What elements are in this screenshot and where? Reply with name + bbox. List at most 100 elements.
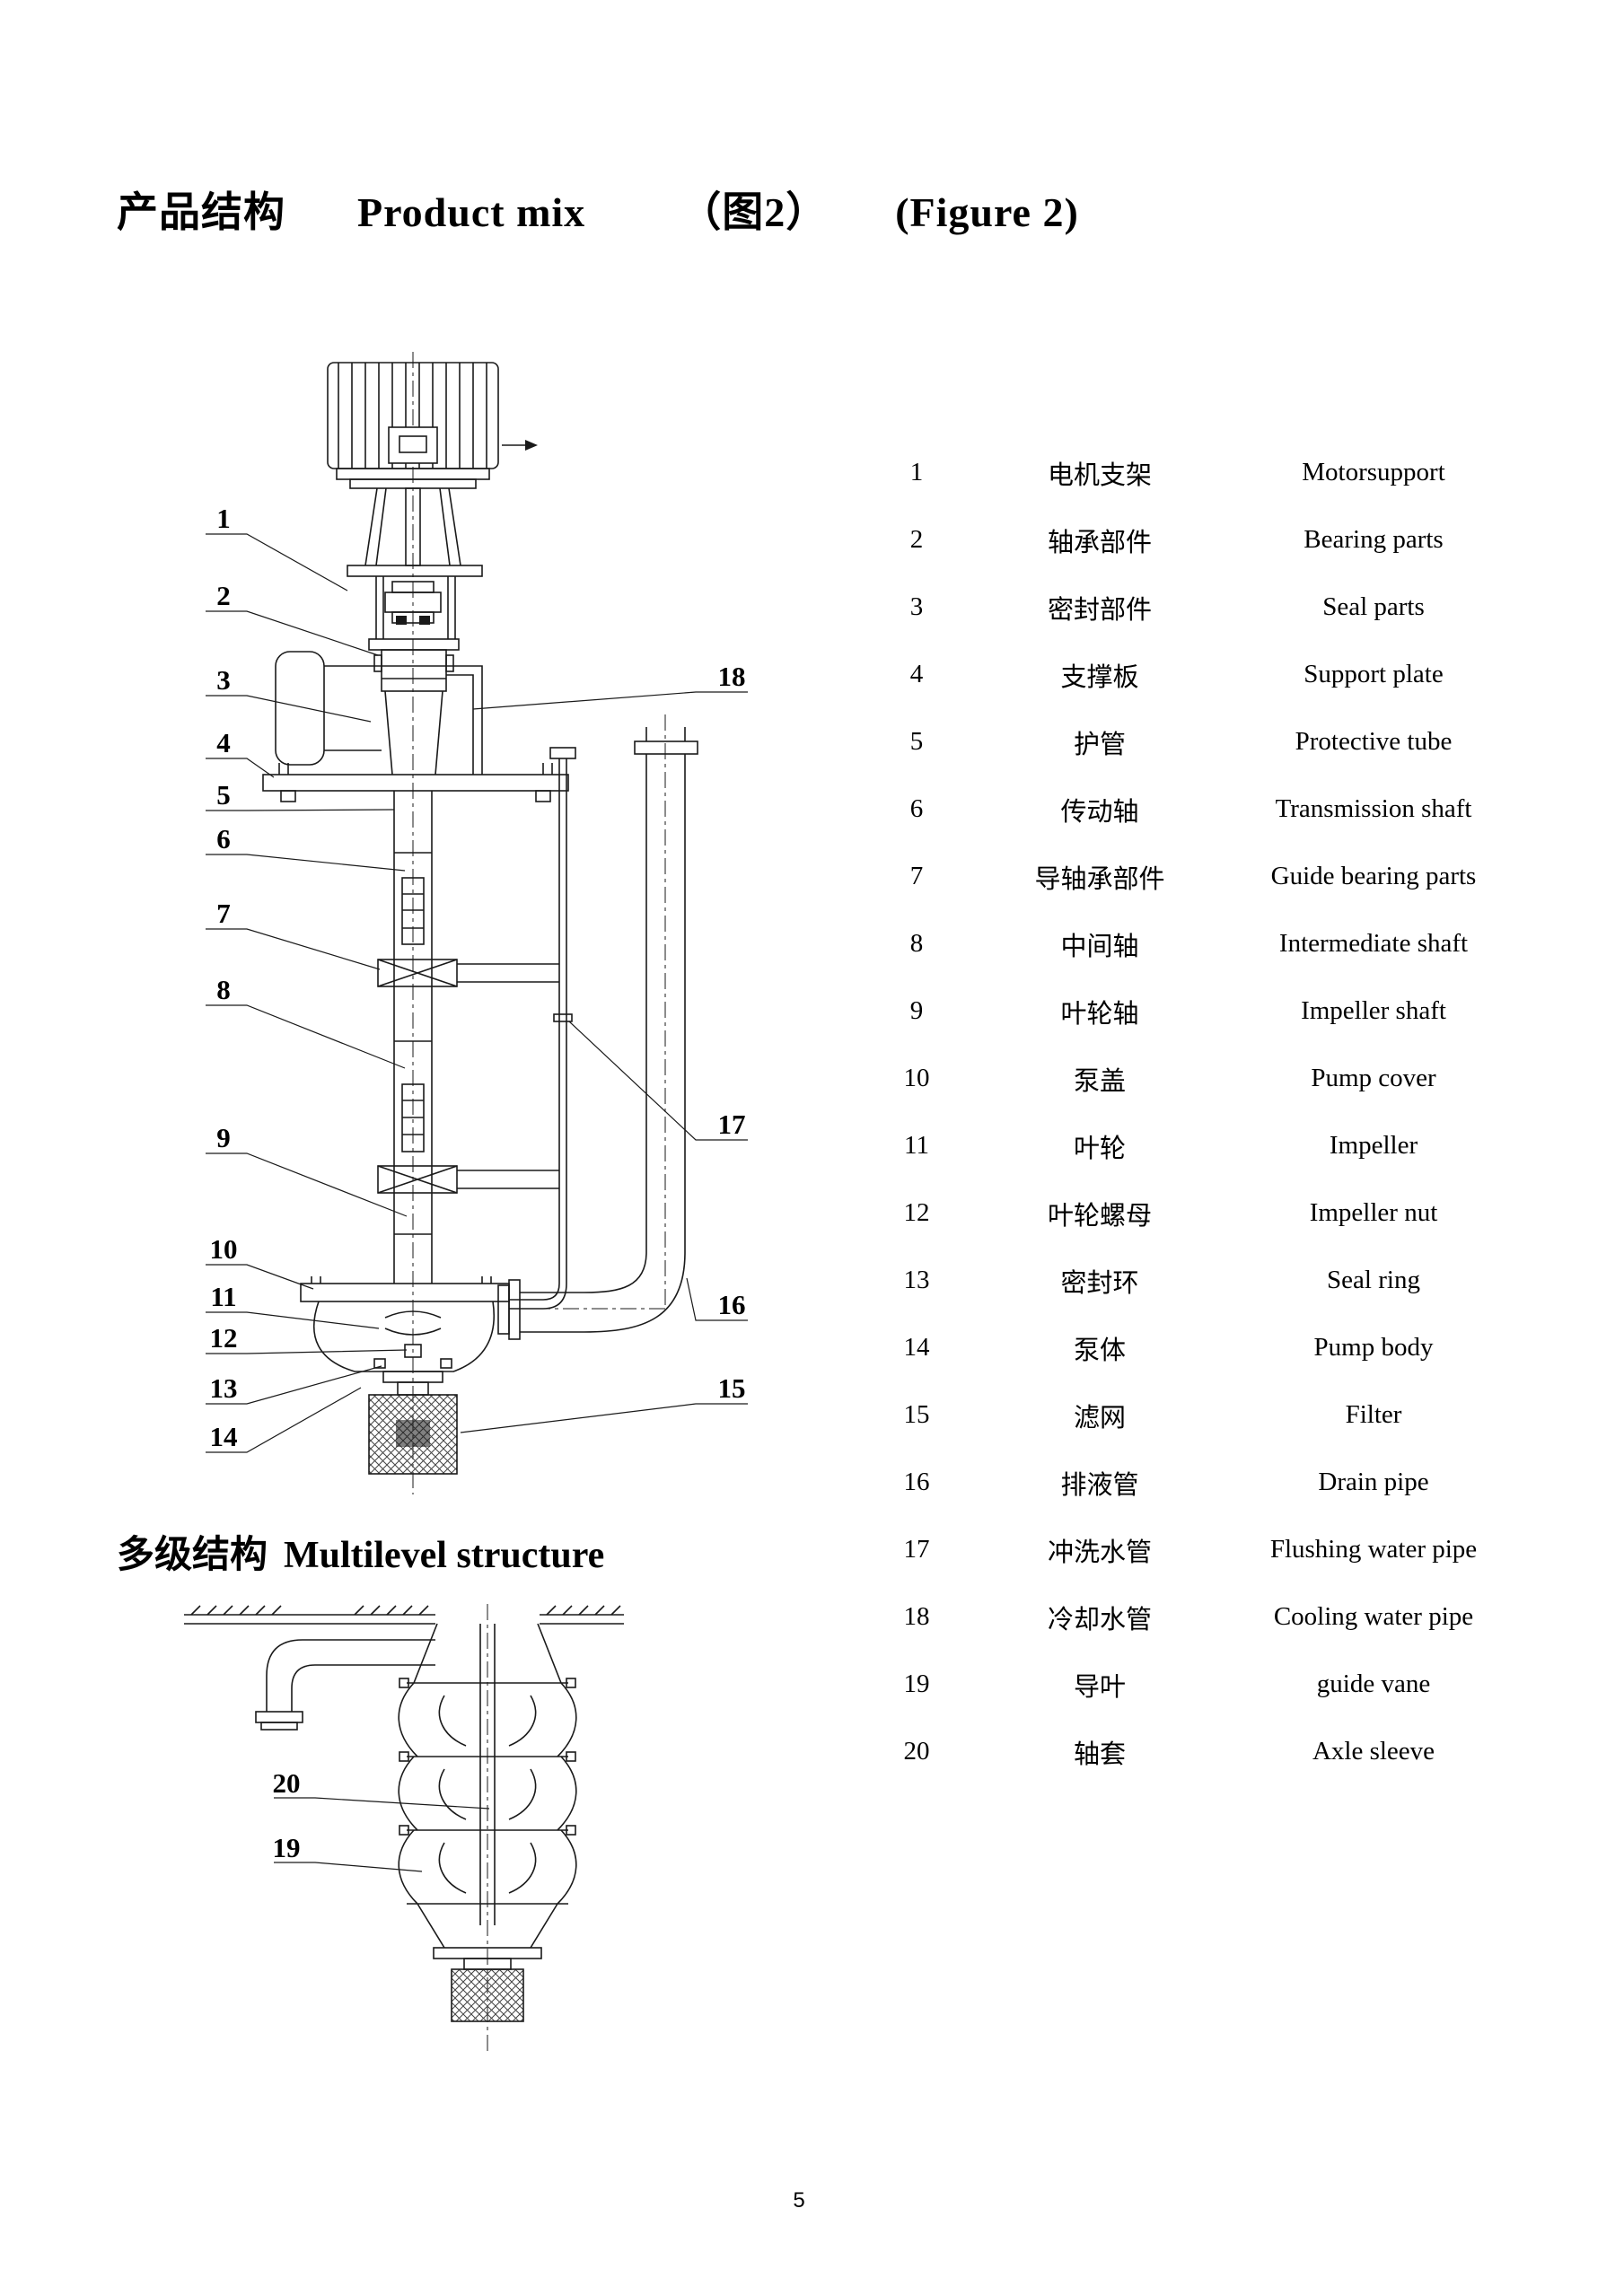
- callout-1: 1: [216, 503, 231, 534]
- callout-17: 17: [717, 1109, 746, 1140]
- part-name-chinese: 导轴承部件: [1034, 864, 1165, 894]
- callout-3: 3: [216, 664, 231, 696]
- part-number: 8: [909, 929, 924, 958]
- part-name-chinese: 电机支架: [1047, 460, 1152, 490]
- multilevel-structure-diagram: 20 19: [148, 1602, 660, 2078]
- part-name-english: Drain pipe: [1318, 1468, 1429, 1496]
- title-english: Product mix: [357, 189, 586, 235]
- part-name-chinese: 冲洗水管: [1047, 1538, 1152, 1567]
- part-number: 20: [903, 1737, 930, 1766]
- table-row: 6 传动轴 Transmission shaft: [884, 776, 1540, 843]
- callout-12: 12: [209, 1322, 238, 1354]
- part-name-english: Axle sleeve: [1312, 1737, 1435, 1766]
- part-number: 3: [909, 592, 924, 621]
- part-number: 1: [909, 458, 924, 486]
- part-number: 7: [909, 862, 924, 890]
- part-number: 18: [903, 1602, 930, 1631]
- callout-10: 10: [209, 1233, 238, 1265]
- part-name-chinese: 轴承部件: [1047, 528, 1152, 557]
- part-name-english: Cooling water pipe: [1273, 1602, 1474, 1631]
- callout-18: 18: [717, 661, 746, 692]
- callout-15: 15: [717, 1372, 746, 1404]
- table-row: 20 轴套 Axle sleeve: [884, 1718, 1540, 1785]
- table-row: 17 冲洗水管 Flushing water pipe: [884, 1516, 1540, 1583]
- part-name-chinese: 中间轴: [1060, 932, 1139, 961]
- table-row: 18 冷却水管 Cooling water pipe: [884, 1583, 1540, 1651]
- pump-diagram-drawing: [206, 352, 748, 1494]
- callout-11: 11: [210, 1281, 237, 1312]
- multilevel-title-chinese: 多级结构: [117, 1535, 268, 1576]
- part-name-chinese: 导叶: [1073, 1672, 1126, 1702]
- part-name-chinese: 冷却水管: [1047, 1605, 1152, 1634]
- part-number: 10: [903, 1064, 930, 1092]
- figure-ref-english: (Figure 2): [895, 189, 1079, 235]
- figure-ref-chinese: （图2）: [680, 189, 829, 235]
- part-name-chinese: 轴套: [1073, 1740, 1126, 1769]
- table-row: 3 密封部件 Seal parts: [884, 574, 1540, 641]
- part-name-chinese: 密封部件: [1047, 595, 1152, 625]
- part-number: 12: [903, 1198, 930, 1227]
- callout-13: 13: [209, 1372, 238, 1404]
- title-chinese: 产品结构: [117, 189, 285, 235]
- part-number: 4: [909, 660, 924, 688]
- part-number: 5: [909, 727, 924, 756]
- part-name-chinese: 排液管: [1060, 1470, 1139, 1500]
- table-row: 4 支撑板 Support plate: [884, 641, 1540, 708]
- callout-16: 16: [717, 1289, 746, 1320]
- part-number: 6: [909, 794, 924, 823]
- part-number: 17: [903, 1535, 930, 1564]
- table-row: 2 轴承部件 Bearing parts: [884, 506, 1540, 574]
- multilevel-diagram-drawing: [184, 1604, 624, 2051]
- table-row: 19 导叶 guide vane: [884, 1651, 1540, 1718]
- part-name-english: Intermediate shaft: [1278, 929, 1469, 958]
- callout-7: 7: [216, 898, 231, 929]
- part-number: 13: [903, 1266, 930, 1294]
- multilevel-structure-title: 多级结构 Multilevel structure: [117, 1524, 604, 1579]
- table-row: 16 排液管 Drain pipe: [884, 1449, 1540, 1516]
- part-number: 16: [903, 1468, 930, 1496]
- part-name-chinese: 护管: [1073, 730, 1126, 759]
- part-number: 14: [903, 1333, 930, 1362]
- part-name-english: Pump body: [1313, 1333, 1434, 1362]
- part-name-english: Bearing parts: [1304, 525, 1444, 554]
- callout-5: 5: [216, 779, 231, 811]
- part-name-english: Impeller shaft: [1301, 996, 1446, 1025]
- callout-8: 8: [216, 974, 231, 1005]
- multilevel-title-english: Multilevel structure: [284, 1535, 605, 1576]
- part-name-english: Impeller nut: [1309, 1198, 1438, 1227]
- part-name-chinese: 密封环: [1060, 1268, 1139, 1298]
- callout-20: 20: [272, 1767, 301, 1799]
- callout-19: 19: [272, 1832, 301, 1863]
- part-number: 2: [909, 525, 924, 554]
- part-name-english: Filter: [1345, 1400, 1402, 1429]
- part-name-english: Transmission shaft: [1275, 794, 1472, 823]
- callout-2: 2: [216, 580, 231, 611]
- callout-6: 6: [216, 823, 231, 854]
- part-number: 19: [903, 1669, 930, 1698]
- part-name-english: Seal parts: [1322, 592, 1425, 621]
- part-name-chinese: 泵体: [1073, 1336, 1126, 1365]
- pump-structure-diagram: 1 2 3 4 5 6 7 8 9 10 11 12 13 14 15 16 1…: [193, 350, 821, 1508]
- part-name-chinese: 支撑板: [1060, 662, 1139, 692]
- callout-4: 4: [216, 727, 231, 758]
- part-name-english: Impeller: [1329, 1131, 1418, 1160]
- part-name-chinese: 叶轮轴: [1060, 999, 1139, 1029]
- page-title: 产品结构 Product mix （图2） (Figure 2): [117, 180, 1079, 239]
- part-name-chinese: 传动轴: [1060, 797, 1139, 827]
- part-number: 15: [903, 1400, 930, 1429]
- table-row: 9 叶轮轴 Impeller shaft: [884, 977, 1540, 1045]
- callout-14: 14: [209, 1421, 238, 1452]
- table-row: 8 中间轴 Intermediate shaft: [884, 910, 1540, 977]
- part-name-english: guide vane: [1316, 1669, 1431, 1698]
- part-number: 9: [909, 996, 924, 1025]
- part-name-english: Flushing water pipe: [1269, 1535, 1478, 1564]
- part-name-english: Support plate: [1304, 660, 1444, 688]
- part-name-chinese: 泵盖: [1073, 1066, 1126, 1096]
